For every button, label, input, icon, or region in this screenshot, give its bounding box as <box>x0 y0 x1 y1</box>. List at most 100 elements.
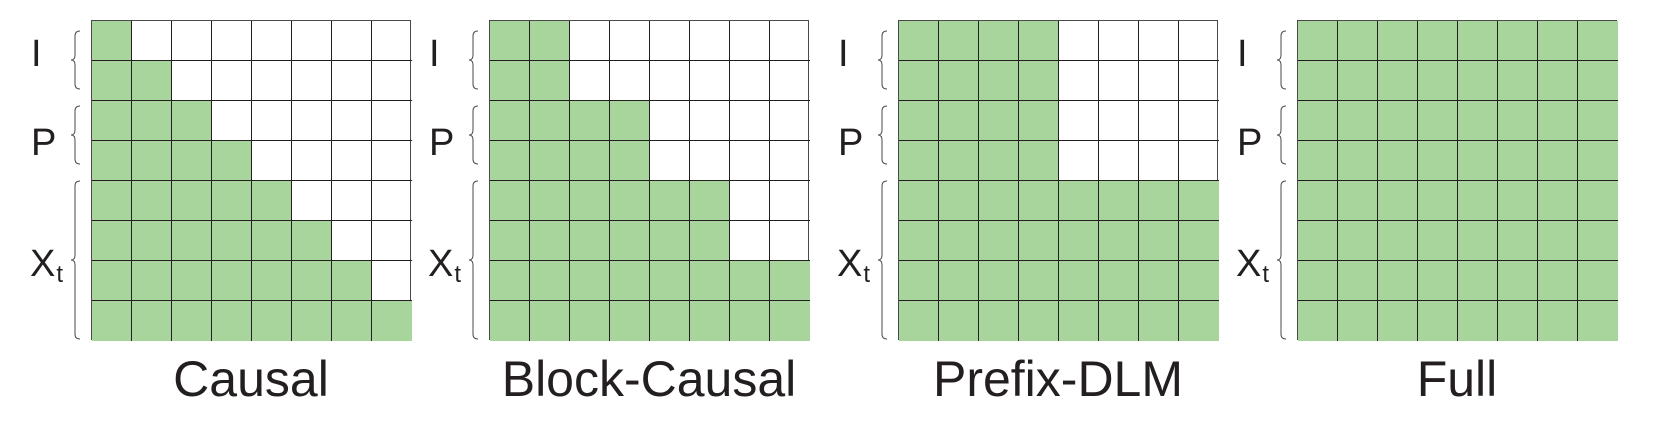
mask-cell <box>1378 261 1418 301</box>
brace-icon <box>1276 30 1287 90</box>
mask-cell <box>730 61 770 101</box>
mask-cell <box>92 221 132 261</box>
mask-cell <box>292 301 332 341</box>
mask-cell <box>172 141 212 181</box>
mask-cell <box>1378 221 1418 261</box>
mask-cell <box>1378 61 1418 101</box>
mask-cell <box>770 221 810 261</box>
mask-cell <box>132 181 172 221</box>
mask-cell <box>530 141 570 181</box>
mask-cell <box>490 181 530 221</box>
mask-cell <box>1538 101 1578 141</box>
mask-cell <box>292 261 332 301</box>
mask-cell <box>1019 221 1059 261</box>
mask-cell <box>372 61 412 101</box>
mask-cell <box>979 21 1019 61</box>
mask-cell <box>1338 301 1378 341</box>
mask-cell <box>332 21 372 61</box>
mask-cell <box>372 181 412 221</box>
mask-cell <box>610 101 650 141</box>
mask-cell <box>1179 61 1219 101</box>
mask-cell <box>1298 261 1338 301</box>
mask-cell <box>1059 141 1099 181</box>
mask-cell <box>690 221 730 261</box>
mask-cell <box>1418 261 1458 301</box>
mask-cell <box>332 101 372 141</box>
mask-cell <box>212 221 252 261</box>
mask-cell <box>690 301 730 341</box>
mask-cell <box>690 181 730 221</box>
mask-cell <box>132 301 172 341</box>
mask-cell <box>212 141 252 181</box>
mask-cell <box>690 61 730 101</box>
mask-cell <box>899 21 939 61</box>
mask-cell <box>1179 261 1219 301</box>
mask-cell <box>1139 181 1179 221</box>
mask-cell <box>1418 21 1458 61</box>
mask-cell <box>1538 181 1578 221</box>
mask-cell <box>1538 21 1578 61</box>
mask-cell <box>332 261 372 301</box>
mask-cell <box>252 221 292 261</box>
mask-cell <box>1019 61 1059 101</box>
mask-cell <box>1099 261 1139 301</box>
mask-cell <box>570 141 610 181</box>
mask-cell <box>132 261 172 301</box>
mask-cell <box>1578 21 1618 61</box>
mask-cell <box>1458 181 1498 221</box>
mask-cell <box>730 181 770 221</box>
mask-cell <box>650 141 690 181</box>
mask-cell <box>1458 21 1498 61</box>
mask-cell <box>172 61 212 101</box>
mask-cell <box>292 101 332 141</box>
mask-cell <box>1458 301 1498 341</box>
mask-cell <box>332 181 372 221</box>
mask-cell <box>610 261 650 301</box>
mask-cell <box>490 261 530 301</box>
mask-cell <box>610 141 650 181</box>
mask-cell <box>132 101 172 141</box>
mask-cell <box>650 261 690 301</box>
mask-cell <box>490 61 530 101</box>
mask-cell <box>1578 261 1618 301</box>
mask-cell <box>1298 101 1338 141</box>
mask-cell <box>1338 61 1378 101</box>
mask-cell <box>1139 301 1179 341</box>
mask-cell <box>1059 101 1099 141</box>
mask-cell <box>1019 141 1059 181</box>
mask-cell <box>292 221 332 261</box>
mask-cell <box>1179 301 1219 341</box>
mask-cell <box>490 301 530 341</box>
mask-cell <box>1099 221 1139 261</box>
row-label-x: Xt <box>428 243 462 288</box>
mask-cell <box>1418 61 1458 101</box>
mask-cell <box>1019 101 1059 141</box>
mask-cell <box>1498 221 1538 261</box>
mask-cell <box>332 61 372 101</box>
mask-cell <box>1578 101 1618 141</box>
mask-cell <box>132 141 172 181</box>
mask-cell <box>650 61 690 101</box>
mask-cell <box>1298 141 1338 181</box>
mask-cell <box>490 221 530 261</box>
mask-cell <box>570 181 610 221</box>
mask-cell <box>530 221 570 261</box>
mask-cell <box>1498 181 1538 221</box>
mask-cell <box>1538 141 1578 181</box>
mask-cell <box>730 101 770 141</box>
mask-cell <box>1578 221 1618 261</box>
mask-cell <box>92 21 132 61</box>
mask-cell <box>212 181 252 221</box>
mask-cell <box>1059 61 1099 101</box>
mask-cell <box>610 301 650 341</box>
mask-cell <box>570 221 610 261</box>
mask-cell <box>979 61 1019 101</box>
mask-cell <box>979 181 1019 221</box>
mask-cell <box>172 21 212 61</box>
mask-cell <box>730 261 770 301</box>
mask-cell <box>939 221 979 261</box>
mask-cell <box>292 61 332 101</box>
panel-caption: Causal <box>173 351 329 407</box>
mask-cell <box>979 221 1019 261</box>
